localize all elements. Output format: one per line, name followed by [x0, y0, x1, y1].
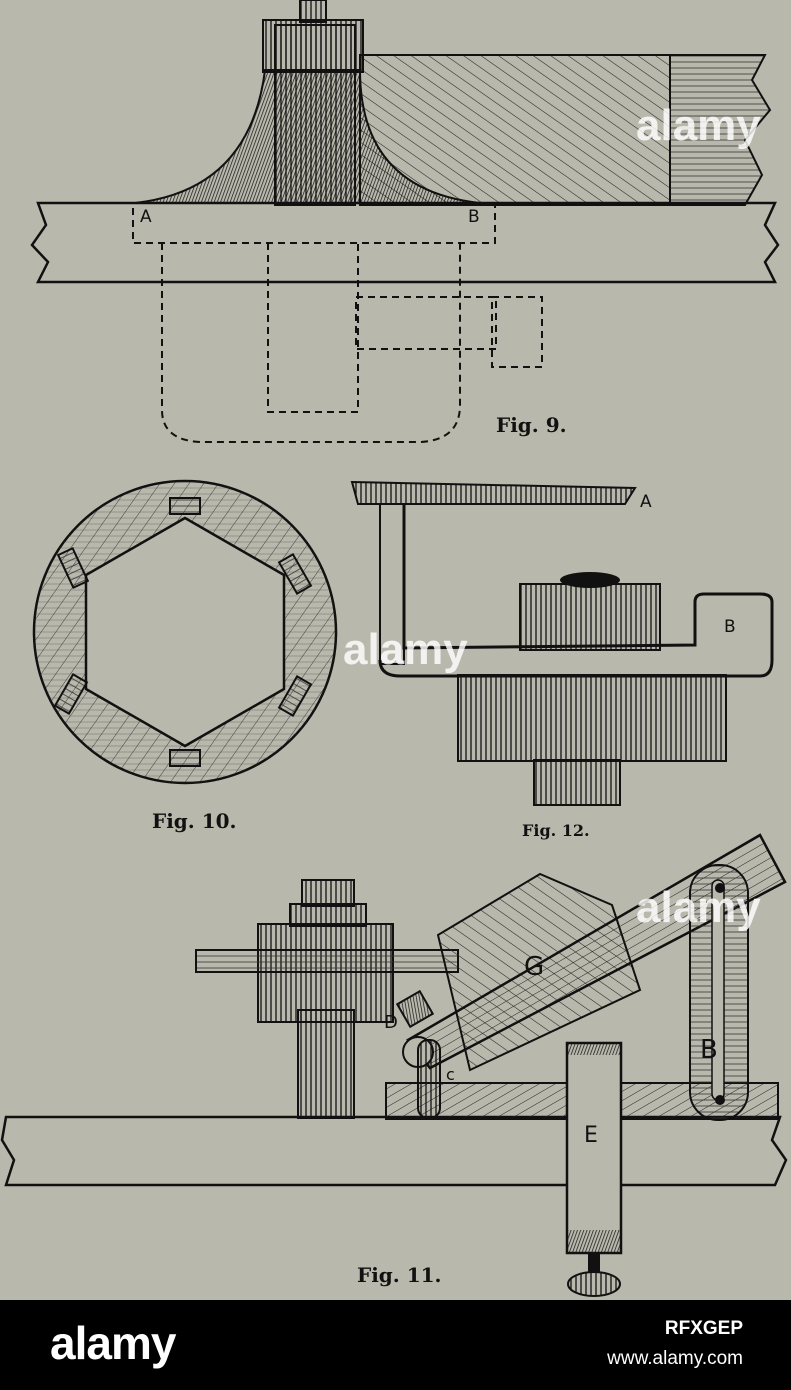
fig12-label-a: A	[640, 492, 652, 512]
fig12-collar	[457, 674, 727, 762]
fig11-table	[0, 1115, 788, 1187]
fig11-stop-d	[395, 989, 435, 1029]
fig9-table	[30, 201, 780, 284]
fig10-keys	[53, 497, 313, 767]
fig12-bent-arm	[378, 504, 774, 678]
fig11-cutter-blade	[195, 949, 459, 973]
fig11-post-c	[417, 1039, 441, 1119]
fig12-shaft	[533, 759, 621, 806]
fig11-thumb-screw	[567, 1271, 621, 1297]
alamy-logo[interactable]: alamy	[50, 1317, 176, 1369]
fig12-hex-nut	[519, 583, 661, 651]
fig11-label-d: D	[384, 1012, 398, 1033]
watermark-top-right: alamy	[636, 101, 761, 150]
fig11-label-e: E	[584, 1123, 598, 1148]
footer-bar: alamy RFXGEP www.alamy.com	[0, 1300, 791, 1390]
fig9-spindle-nut	[299, 0, 327, 23]
figure-12: A B Fig. 12.	[350, 480, 774, 840]
figure-11: G B D c E Fig. 11.	[0, 833, 788, 1297]
fig11-label-c: c	[446, 1065, 455, 1084]
fig11-label-b: B	[700, 1035, 718, 1065]
fig11-caption: Fig. 11.	[357, 1263, 442, 1287]
fig12-label-b: B	[724, 617, 736, 637]
image-id: RFXGEP	[664, 1318, 743, 1339]
fig9-hidden-parts	[132, 202, 543, 443]
fig11-spindle-nut	[301, 879, 355, 907]
engraving-plate: A B Fig. 9. Fig. 10.	[0, 0, 791, 1300]
figure-9: A B Fig. 9.	[30, 0, 780, 443]
fig9-label-a: A	[140, 207, 152, 227]
fig9-wood-block	[359, 54, 671, 206]
fig11-spindle	[297, 1009, 355, 1119]
watermark-lower-right: alamy	[636, 883, 761, 932]
site-url[interactable]: www.alamy.com	[607, 1348, 743, 1369]
fig9-caption: Fig. 9.	[496, 413, 567, 437]
fig11-clamp-e	[565, 1041, 623, 1255]
fig11-label-g: G	[524, 952, 544, 982]
figure-10: Fig. 10.	[32, 479, 338, 833]
fig10-caption: Fig. 10.	[152, 809, 237, 833]
fig9-wood-end	[669, 54, 772, 206]
watermark-center: alamy	[343, 625, 468, 674]
alamy-watermark: alamy alamy alamy	[343, 101, 761, 932]
diagram-canvas: A B Fig. 9. Fig. 10.	[0, 0, 788, 1297]
fig9-spindle-collar	[262, 19, 364, 73]
fig12-plate-a	[350, 480, 637, 505]
fig12-caption: Fig. 12.	[522, 821, 590, 840]
fig9-label-b: B	[468, 207, 480, 227]
